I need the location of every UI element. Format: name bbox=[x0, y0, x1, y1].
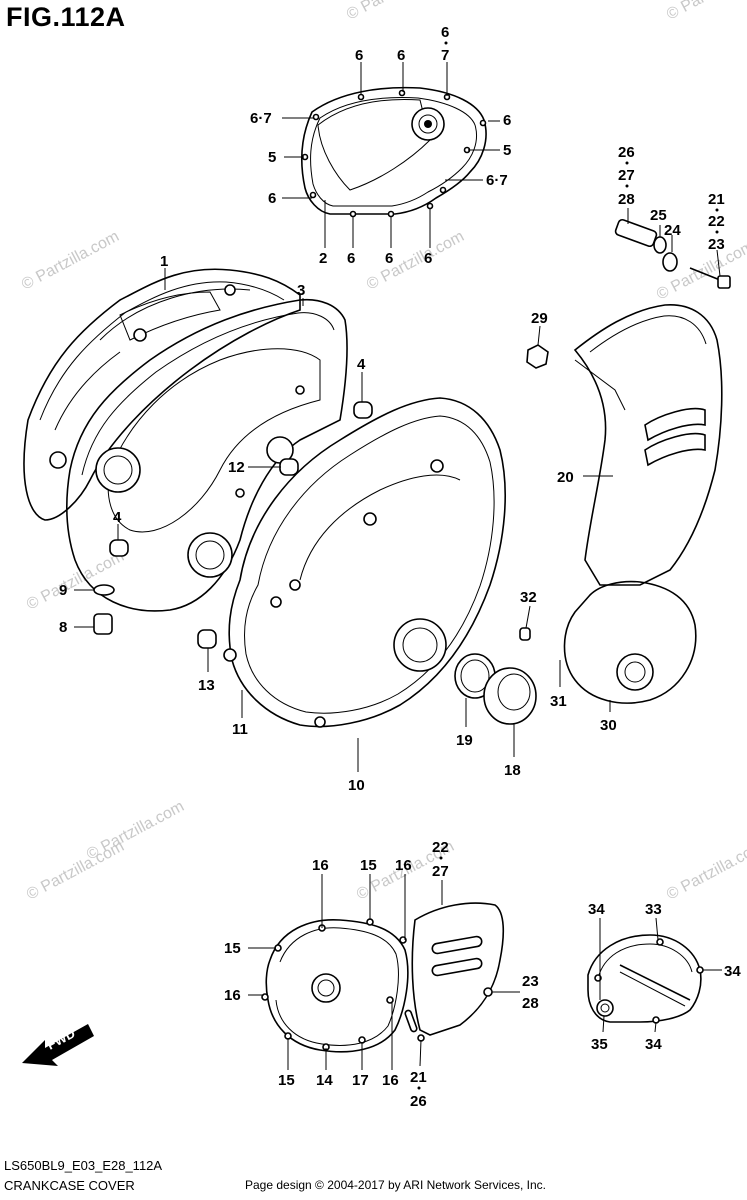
callout-label: 16 bbox=[382, 1072, 399, 1089]
callout-label: 6 bbox=[441, 24, 449, 41]
callout-label: 7 bbox=[441, 47, 449, 64]
callout-label: 35 bbox=[591, 1036, 608, 1053]
callout-label: 17 bbox=[352, 1072, 369, 1089]
part-left-cover-1 bbox=[23, 268, 301, 521]
callout-label: 6·7 bbox=[250, 110, 272, 127]
callout-labels: 6 6 6 7 6·7 6 5 5 6 6·7 2 6 6 6 26 27 28… bbox=[59, 24, 741, 1110]
callout-label: 25 bbox=[650, 207, 667, 224]
callout-label: 34 bbox=[724, 963, 741, 980]
callout-label: 24 bbox=[664, 222, 681, 239]
callout-label: 20 bbox=[557, 469, 574, 486]
callout-label: 5 bbox=[268, 149, 276, 166]
copyright-notice: Page design © 2004-2017 by ARI Network S… bbox=[245, 1178, 547, 1192]
callout-label: 10 bbox=[348, 777, 365, 794]
watermark-text: © Partzilla.com bbox=[664, 838, 747, 904]
callout-label: 6 bbox=[385, 250, 393, 267]
part-small-sprocket-cover bbox=[404, 902, 505, 1042]
callout-label: 6·7 bbox=[486, 172, 508, 189]
callout-label: 4 bbox=[357, 356, 366, 373]
watermark-text: © Partzilla.com bbox=[344, 0, 447, 24]
callout-label: 32 bbox=[520, 589, 537, 606]
callout-label: 16 bbox=[395, 857, 412, 874]
fwd-arrow: FWD bbox=[22, 1024, 94, 1066]
callout-label: 3 bbox=[297, 282, 305, 299]
callout-label: 5 bbox=[503, 142, 511, 159]
callout-label: 21 bbox=[410, 1069, 427, 1086]
callout-label: 6 bbox=[347, 250, 355, 267]
callout-dot-separators bbox=[417, 41, 719, 1090]
callout-label: 8 bbox=[59, 619, 67, 636]
leader-lines bbox=[74, 62, 722, 1070]
watermark-text: © Partzilla.com bbox=[19, 228, 122, 294]
callout-label: 15 bbox=[360, 857, 377, 874]
callout-label: 22 bbox=[432, 839, 449, 856]
callout-label: 2 bbox=[319, 250, 327, 267]
callout-label: 4 bbox=[113, 509, 122, 526]
callout-label: 13 bbox=[198, 677, 215, 694]
callout-label: 6 bbox=[355, 47, 363, 64]
callout-label: 28 bbox=[618, 191, 635, 208]
callout-label: 9 bbox=[59, 582, 67, 599]
part-outer-cover-14 bbox=[261, 918, 409, 1053]
callout-label: 6 bbox=[397, 47, 405, 64]
section-title: CRANKCASE COVER bbox=[4, 1178, 135, 1193]
diagram-code: LS650BL9_E03_E28_112A bbox=[4, 1158, 163, 1173]
callout-label: 26 bbox=[410, 1093, 427, 1110]
callout-label: 15 bbox=[224, 940, 241, 957]
callout-label: 26 bbox=[618, 144, 635, 161]
callout-label: 29 bbox=[531, 310, 548, 327]
watermark-text: © Partzilla.com bbox=[24, 548, 127, 614]
callout-label: 21 bbox=[708, 191, 725, 208]
callout-label: 30 bbox=[600, 717, 617, 734]
watermark-text: © Partzilla.com bbox=[84, 798, 187, 864]
callout-label: 6 bbox=[424, 250, 432, 267]
callout-label: 34 bbox=[645, 1036, 662, 1053]
callout-label: 6 bbox=[268, 190, 276, 207]
part-sprocket-cover-20 bbox=[563, 304, 723, 704]
part-gasket-top-2 bbox=[301, 86, 487, 218]
callout-label: 23 bbox=[522, 973, 539, 990]
callout-label: 15 bbox=[278, 1072, 295, 1089]
callout-label: 33 bbox=[645, 901, 662, 918]
callout-label: 27 bbox=[618, 167, 635, 184]
small-parts bbox=[93, 218, 731, 725]
callout-label: 27 bbox=[432, 863, 449, 880]
figure-title: FIG.112A bbox=[6, 2, 126, 32]
part-crankcase-cover-10 bbox=[223, 397, 506, 728]
callout-label: 34 bbox=[588, 901, 605, 918]
callout-label: 19 bbox=[456, 732, 473, 749]
part-cover-plate-33 bbox=[587, 934, 704, 1024]
callout-label: 22 bbox=[708, 213, 725, 230]
callout-label: 6 bbox=[503, 112, 511, 129]
callout-label: 11 bbox=[232, 721, 248, 738]
watermark-text: © Partzilla.com bbox=[364, 228, 467, 294]
callout-label: 23 bbox=[708, 236, 725, 253]
callout-label: 12 bbox=[228, 459, 245, 476]
callout-label: 16 bbox=[224, 987, 241, 1004]
callout-label: 14 bbox=[316, 1072, 333, 1089]
callout-label: 28 bbox=[522, 995, 539, 1012]
callout-label: 16 bbox=[312, 857, 329, 874]
watermark-text: © Partzilla.com bbox=[664, 0, 747, 24]
callout-label: 18 bbox=[504, 762, 521, 779]
callout-label: 1 bbox=[160, 253, 168, 270]
callout-label: 31 bbox=[550, 693, 567, 710]
